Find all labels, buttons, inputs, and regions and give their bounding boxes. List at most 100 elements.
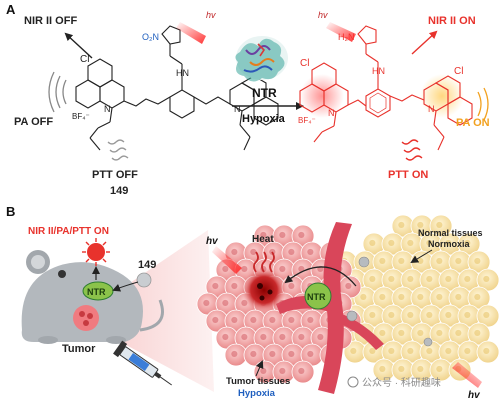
normal-cell-nucleus bbox=[455, 257, 462, 264]
tumor-cell-nucleus bbox=[288, 282, 295, 289]
normal-cell-nucleus bbox=[483, 311, 490, 318]
normal-tissues-pointer bbox=[410, 249, 433, 264]
ntr-badge-mouse: NTR bbox=[82, 281, 114, 301]
hypoxia-label-a: Hypoxia bbox=[242, 113, 286, 125]
tumor-cell-nucleus bbox=[307, 248, 314, 255]
normal-cell-nucleus bbox=[426, 347, 433, 354]
tumor-cell-nucleus bbox=[222, 333, 229, 340]
hn-left: HN bbox=[176, 68, 189, 78]
hv-label-top-b: hv bbox=[206, 236, 219, 247]
hv-label-center: hv bbox=[206, 10, 216, 20]
normal-cell-nucleus bbox=[379, 293, 386, 300]
normal-cell-nucleus bbox=[369, 347, 376, 354]
tumor-hotspot bbox=[242, 268, 286, 312]
tumor-cell-nucleus bbox=[250, 248, 257, 255]
tumor-cell-nucleus bbox=[279, 333, 286, 340]
tumor-cell-nucleus bbox=[212, 316, 219, 323]
tumor-cell-nucleus bbox=[212, 282, 219, 289]
ntr-badge-mouse-label: NTR bbox=[87, 287, 106, 297]
normal-cell-nucleus bbox=[445, 275, 452, 282]
bf4-right: BF₄⁻ bbox=[298, 116, 316, 125]
normal-cell-nucleus bbox=[379, 365, 386, 372]
tumor-cell-nucleus bbox=[222, 299, 229, 306]
tumor-cell-nucleus bbox=[269, 350, 276, 357]
normal-cell-nucleus bbox=[398, 329, 405, 336]
normal-cell-nucleus bbox=[474, 329, 481, 336]
normal-cell-nucleus bbox=[417, 329, 424, 336]
normal-cell-nucleus bbox=[417, 221, 424, 228]
normal-cell-nucleus bbox=[436, 293, 443, 300]
normal-cell-nucleus bbox=[379, 329, 386, 336]
tumor-cell-nucleus bbox=[307, 316, 314, 323]
tumor-cell-nucleus bbox=[288, 316, 295, 323]
normoxia-label: Normoxia bbox=[428, 239, 471, 249]
normal-cell-nucleus bbox=[426, 239, 433, 246]
normal-cell-nucleus bbox=[455, 293, 462, 300]
hv-beam-left bbox=[176, 22, 206, 44]
n-right-left: N bbox=[234, 104, 241, 114]
tumor-cell-nucleus bbox=[203, 299, 210, 306]
pa-on-waves-icon bbox=[477, 87, 489, 121]
panel-a-label: A bbox=[6, 2, 16, 17]
normal-cell-nucleus bbox=[426, 311, 433, 318]
normal-cell-nucleus bbox=[369, 311, 376, 318]
normal-cell-nucleus bbox=[436, 221, 443, 228]
normal-cell-nucleus bbox=[398, 221, 405, 228]
tumor-cell-nucleus bbox=[345, 282, 352, 289]
hypoxia-label-b: Hypoxia bbox=[238, 388, 276, 399]
tumor-cell-nucleus bbox=[250, 350, 257, 357]
cl-top-right: Cl bbox=[300, 58, 309, 69]
mouse-illustration bbox=[21, 250, 164, 344]
no2-left: O₂N bbox=[142, 32, 159, 42]
nplus-left: N bbox=[104, 104, 111, 114]
normal-cell-nucleus bbox=[350, 347, 357, 354]
pa-off-waves-icon bbox=[48, 71, 67, 113]
normal-cell-nucleus bbox=[474, 257, 481, 264]
ntr-activation-arrow bbox=[284, 266, 357, 287]
nir-off-arrow bbox=[64, 32, 93, 59]
normal-cell-nucleus bbox=[388, 311, 395, 318]
blood-vessel bbox=[276, 222, 384, 394]
normal-cell-nucleus bbox=[369, 239, 376, 246]
normal-cell-nucleus bbox=[360, 293, 367, 300]
bf4-left: BF₄⁻ bbox=[72, 112, 90, 121]
normal-cell-nucleus bbox=[436, 329, 443, 336]
hv-label-right: hv bbox=[318, 10, 328, 20]
cl-right-right: Cl bbox=[454, 66, 463, 77]
normal-cell-nucleus bbox=[388, 275, 395, 282]
heat-label: Heat bbox=[252, 234, 274, 245]
normal-cell-nucleus bbox=[388, 347, 395, 354]
nir-off-label: NIR II OFF bbox=[24, 15, 77, 27]
normal-cell-nucleus bbox=[436, 257, 443, 264]
watermark: 公众号 · 科研趣味 bbox=[347, 376, 441, 389]
tumor-cell-nucleus bbox=[241, 265, 248, 272]
normal-cell-nucleus bbox=[417, 365, 424, 372]
normal-cell-nucleus bbox=[407, 311, 414, 318]
tumor-cell-nucleus bbox=[307, 350, 314, 357]
compound-particles bbox=[346, 256, 433, 347]
ntr-label-a: NTR bbox=[252, 86, 277, 100]
ptt-on-label: PTT ON bbox=[388, 169, 428, 181]
normal-tissue-cells bbox=[334, 214, 500, 382]
signal-starburst-icon bbox=[82, 238, 110, 266]
normal-cell-nucleus bbox=[398, 257, 405, 264]
tumor-cell-nucleus bbox=[317, 333, 324, 340]
compound-to-ntr-arrow bbox=[112, 281, 139, 292]
tumor-cell-nucleus bbox=[298, 367, 305, 374]
normal-cell-nucleus bbox=[388, 239, 395, 246]
cl-top-left: Cl bbox=[80, 54, 89, 65]
normal-cell-nucleus bbox=[464, 311, 471, 318]
normal-cell-nucleus bbox=[464, 239, 471, 246]
signal-on-label: NIR II/PA/PTT ON bbox=[28, 226, 109, 237]
normal-cell-nucleus bbox=[369, 275, 376, 282]
tumor-cell-nucleus bbox=[279, 367, 286, 374]
tumor-cell-nucleus bbox=[231, 316, 238, 323]
normal-cell-nucleus bbox=[483, 347, 490, 354]
nir-on-label: NIR II ON bbox=[428, 15, 476, 27]
normal-cell-nucleus bbox=[398, 293, 405, 300]
tumor-cell-nucleus bbox=[298, 231, 305, 238]
normal-tissues-label: Normal tissues bbox=[418, 228, 483, 238]
tumor-cell-nucleus bbox=[279, 265, 286, 272]
